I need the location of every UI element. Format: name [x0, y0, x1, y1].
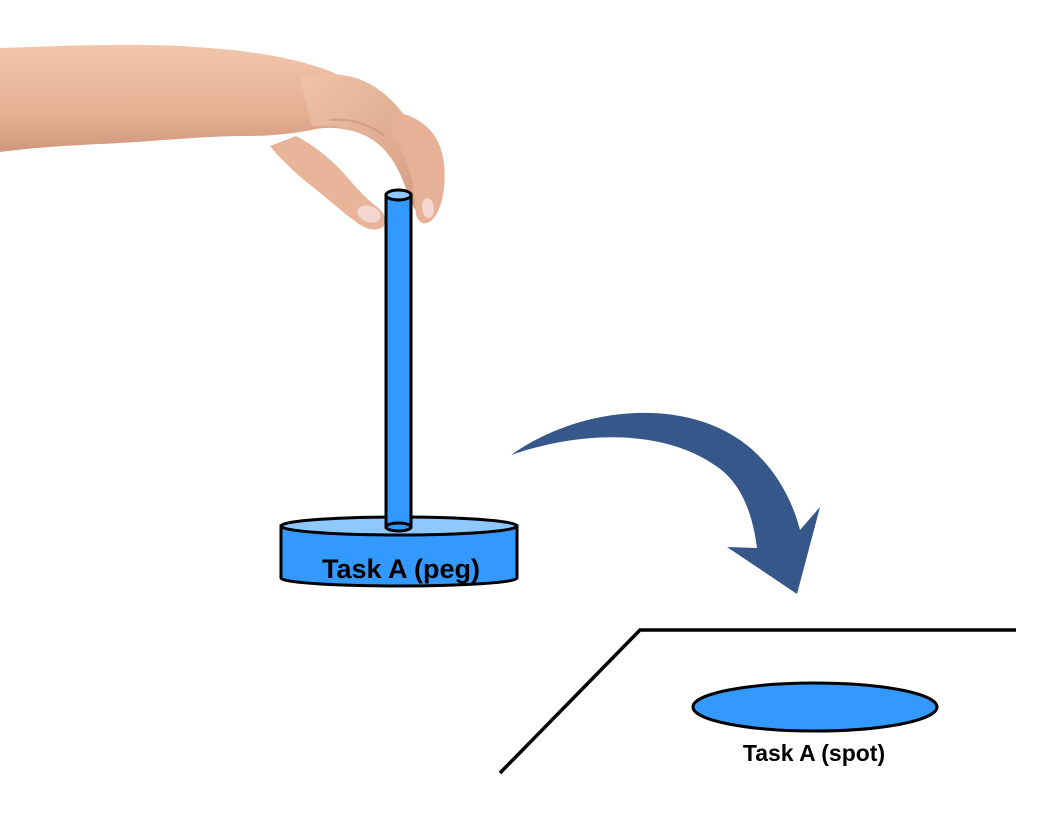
target-spot — [691, 681, 939, 733]
table-surface — [498, 628, 1016, 775]
curved-arrow-icon — [511, 412, 820, 594]
peg-label: Task A (peg) — [322, 554, 480, 584]
spot-label: Task A (spot) — [743, 740, 885, 766]
peg-rod — [384, 188, 413, 533]
hand-icon — [0, 44, 445, 230]
